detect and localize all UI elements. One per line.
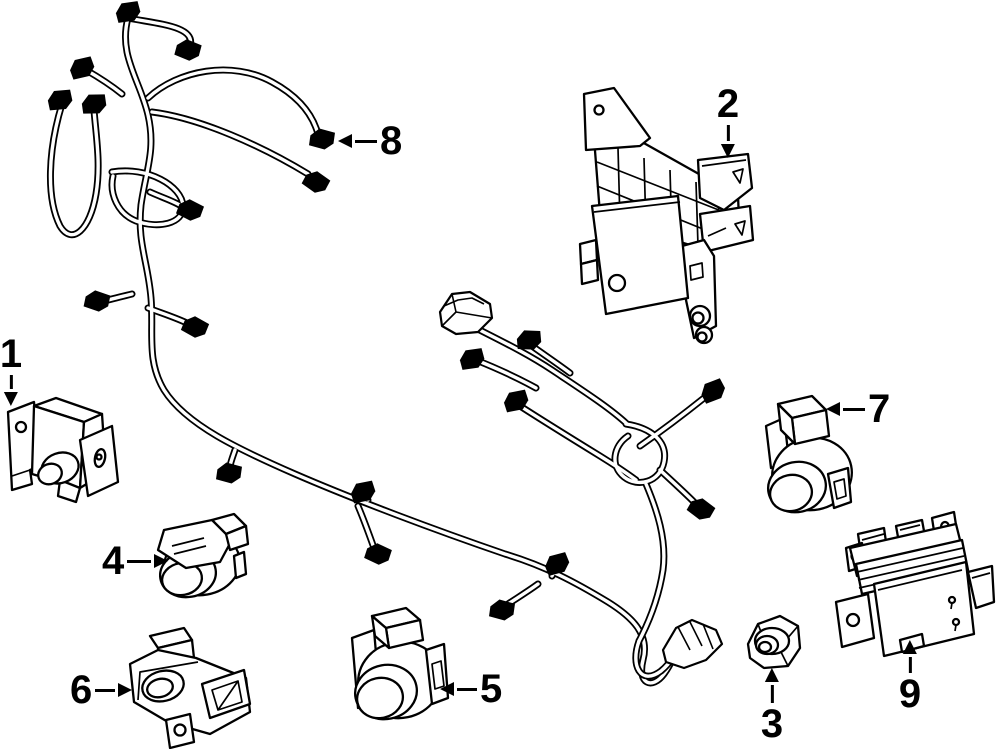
callout-8-arrow-line — [355, 139, 377, 143]
callout-4[interactable]: 4 — [102, 539, 169, 583]
callout-4-label[interactable]: 4 — [102, 539, 125, 583]
large-connector — [438, 290, 494, 336]
callout-2-arrow-line — [726, 125, 730, 141]
parking-sensor-7 — [764, 394, 853, 514]
callout-1-arrow-line — [9, 375, 13, 389]
callout-9-arrow-line — [908, 657, 912, 673]
callout-4-arrow-line — [127, 559, 152, 563]
callout-9-label[interactable]: 9 — [898, 672, 922, 716]
callout-7-arrow-line — [843, 407, 865, 411]
callout-8-label[interactable]: 8 — [380, 119, 403, 163]
control-module-with-bracket — [834, 510, 996, 658]
callout-1-label[interactable]: 1 — [0, 332, 23, 376]
callout-5-arrow-line — [457, 687, 477, 691]
impact-sensor-with-bracket — [6, 396, 120, 504]
harness-connector-8 — [308, 127, 336, 151]
parking-sensor-5 — [350, 606, 450, 721]
callout-2-label[interactable]: 2 — [716, 82, 740, 126]
sensor-with-bracket-6 — [128, 626, 252, 749]
callout-9-arrowhead — [903, 640, 917, 654]
callout-5-label[interactable]: 5 — [480, 667, 503, 711]
callout-3[interactable]: 3 — [760, 668, 784, 746]
callout-3-arrow-line — [770, 685, 774, 703]
callout-6-label[interactable]: 6 — [70, 668, 93, 712]
callout-1[interactable]: 1 — [0, 332, 23, 406]
callout-6[interactable]: 6 — [70, 668, 133, 712]
ridged-end-connector — [661, 618, 724, 670]
callout-6-arrow-line — [95, 688, 116, 692]
callout-2-arrowhead — [721, 144, 735, 158]
callout-8-arrowhead — [338, 134, 352, 148]
callout-8[interactable]: 8 — [338, 119, 403, 163]
callout-2[interactable]: 2 — [716, 82, 740, 158]
callout-9[interactable]: 9 — [898, 640, 922, 716]
module-mounting-bracket — [578, 86, 755, 345]
callout-6-arrowhead — [118, 683, 133, 697]
callout-5[interactable]: 5 — [440, 667, 503, 711]
callout-1-arrowhead — [4, 392, 18, 406]
callout-3-arrowhead — [765, 668, 779, 682]
hex-flange-nut — [746, 614, 802, 670]
callout-5-arrowhead — [440, 682, 454, 696]
callout-3-label[interactable]: 3 — [760, 702, 784, 746]
callout-7[interactable]: 7 — [826, 387, 891, 431]
callout-7-arrowhead — [826, 402, 840, 416]
wiring-harness-b — [468, 324, 704, 676]
callout-7-label[interactable]: 7 — [868, 387, 891, 431]
harness-connectors — [46, 0, 729, 670]
parking-sensor-4 — [156, 512, 250, 599]
callout-4-arrowhead — [154, 554, 169, 568]
